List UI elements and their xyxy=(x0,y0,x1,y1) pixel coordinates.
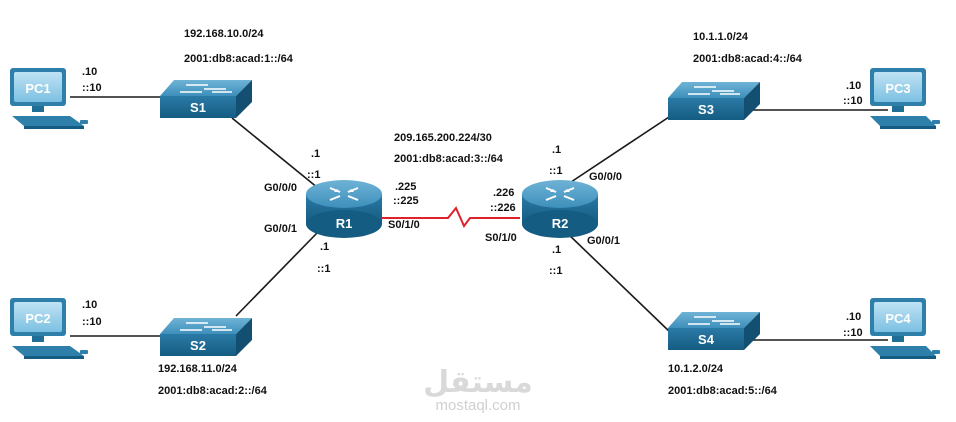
s3-network-ipv6: 2001:db8:acad:4::/64 xyxy=(693,53,803,65)
serial-link-r1-r2 xyxy=(378,206,520,228)
r1-s010-ipv6-host: ::225 xyxy=(393,195,419,207)
pc3-label: PC3 xyxy=(885,81,910,96)
s4-label: S4 xyxy=(698,332,715,347)
link-r2-s4 xyxy=(565,231,673,335)
r1-g001-interface: G0/0/1 xyxy=(264,223,297,235)
r2-label: R2 xyxy=(552,216,569,231)
r2-g001-interface: G0/0/1 xyxy=(587,235,620,247)
s1-label: S1 xyxy=(190,100,206,115)
switch-s1[interactable]: S1 xyxy=(160,80,252,118)
r1-g000-ipv4-host: .1 xyxy=(311,148,320,160)
s1-network-ipv6: 2001:db8:acad:1::/64 xyxy=(184,53,294,65)
pc4-ipv4-host: .10 xyxy=(846,311,861,323)
wan-network-ipv6: 2001:db8:acad:3::/64 xyxy=(394,153,504,165)
svg-text:مستقل: مستقل xyxy=(423,365,533,400)
pc3-ipv6-host: ::10 xyxy=(843,95,863,107)
r2-g000-ipv6-host: ::1 xyxy=(549,165,562,177)
links xyxy=(70,96,888,341)
pc1-ipv4-host: .10 xyxy=(82,66,97,78)
s4-network-ipv4: 10.1.2.0/24 xyxy=(668,363,724,375)
r1-g001-ipv6-host: ::1 xyxy=(317,263,330,275)
switch-s4[interactable]: S4 xyxy=(668,312,760,350)
pc3[interactable]: PC3 xyxy=(870,68,940,129)
pc2-ipv4-host: .10 xyxy=(82,299,97,311)
s2-label: S2 xyxy=(190,338,206,353)
watermark: مستقل mostaql.com xyxy=(423,365,533,414)
switch-s2[interactable]: S2 xyxy=(160,318,252,356)
router-r2[interactable]: R2 xyxy=(522,180,598,238)
r1-s010-ipv4-host: .225 xyxy=(395,181,416,193)
r1-g000-ipv6-host: ::1 xyxy=(307,169,320,181)
link-r1-s2 xyxy=(235,231,319,317)
pc1-ipv6-host: ::10 xyxy=(82,82,102,94)
pc4[interactable]: PC4 xyxy=(870,298,940,359)
link-s1-r1 xyxy=(231,117,319,189)
r2-g000-interface: G0/0/0 xyxy=(589,171,622,183)
pc1-label: PC1 xyxy=(25,81,50,96)
pc2-ipv6-host: ::10 xyxy=(82,316,102,328)
r1-s010-interface: S0/1/0 xyxy=(388,219,420,231)
pc1[interactable]: PC1 xyxy=(10,68,88,129)
r2-g001-ipv6-host: ::1 xyxy=(549,265,562,277)
pc4-ipv6-host: ::10 xyxy=(843,327,863,339)
link-r2-s3 xyxy=(561,114,673,189)
router-r1[interactable]: R1 xyxy=(306,180,382,238)
r2-g001-ipv4-host: .1 xyxy=(552,244,561,256)
r2-s010-ipv4-host: .226 xyxy=(493,187,514,199)
r1-label: R1 xyxy=(336,216,353,231)
s1-network-ipv4: 192.168.10.0/24 xyxy=(184,28,264,40)
r1-g000-interface: G0/0/0 xyxy=(264,182,297,194)
s3-network-ipv4: 10.1.1.0/24 xyxy=(693,31,749,43)
s2-network-ipv6: 2001:db8:acad:2::/64 xyxy=(158,385,268,397)
pc2-label: PC2 xyxy=(25,311,50,326)
r2-s010-ipv6-host: ::226 xyxy=(490,202,516,214)
s3-label: S3 xyxy=(698,102,714,117)
s2-network-ipv4: 192.168.11.0/24 xyxy=(158,363,238,375)
r2-g000-ipv4-host: .1 xyxy=(552,144,561,156)
svg-text:mostaql.com: mostaql.com xyxy=(435,397,520,414)
wan-network-ipv4: 209.165.200.224/30 xyxy=(394,132,492,144)
s4-network-ipv6: 2001:db8:acad:5::/64 xyxy=(668,385,778,397)
r1-g001-ipv4-host: .1 xyxy=(320,241,329,253)
pc4-label: PC4 xyxy=(885,311,911,326)
r2-s010-interface: S0/1/0 xyxy=(485,232,517,244)
switch-s3[interactable]: S3 xyxy=(668,82,760,120)
pc3-ipv4-host: .10 xyxy=(846,80,861,92)
pc2[interactable]: PC2 xyxy=(10,298,88,359)
